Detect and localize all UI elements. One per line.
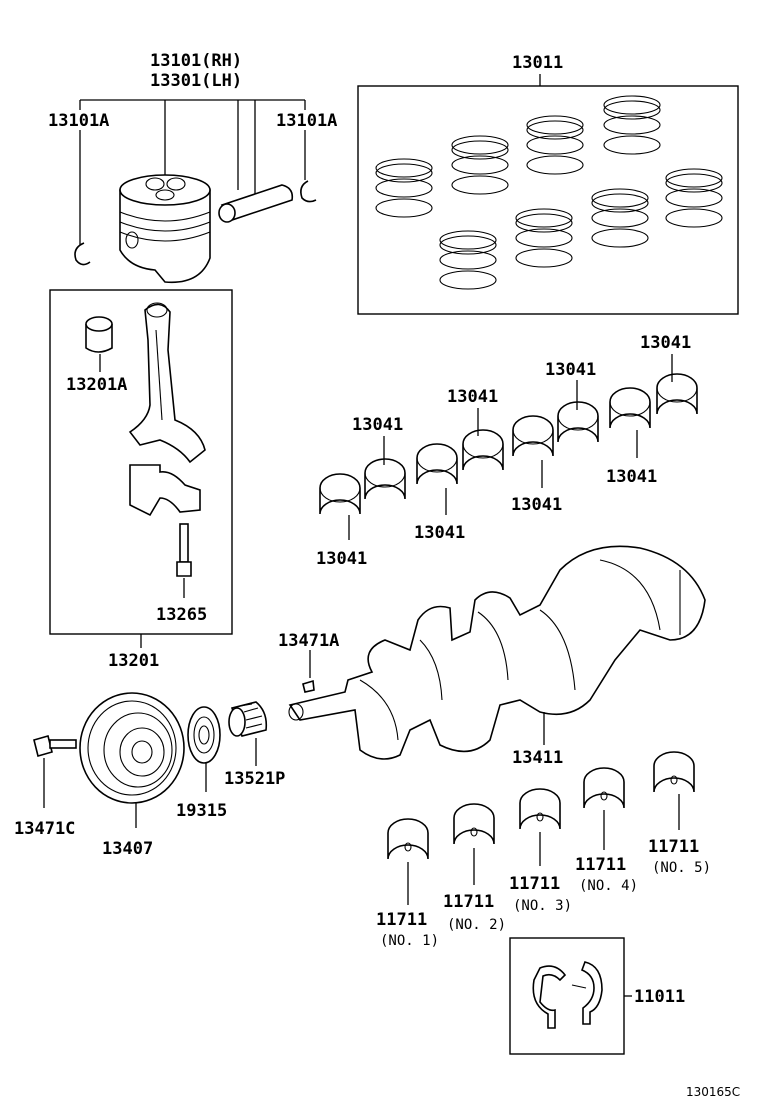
label-pulley-bolt: 13471C	[14, 819, 75, 839]
connecting-rod-box	[49, 289, 233, 635]
label-main-bearing-2: 11711	[443, 892, 494, 912]
label-timing-gear: 13521P	[224, 769, 285, 789]
label-crankshaft: 13411	[512, 748, 563, 768]
label-main-bearing-5: 11711	[648, 837, 699, 857]
label-piston-lh: 13301(LH)	[150, 71, 242, 91]
label-bearing-f: 13041	[414, 523, 465, 543]
pulley-part	[79, 692, 185, 804]
crankshaft-part	[288, 545, 706, 760]
label-bearing-d: 13041	[640, 333, 691, 353]
ring-set-box	[357, 85, 739, 315]
main-bearings	[387, 751, 695, 860]
label-bearing-b: 13041	[447, 387, 498, 407]
snap-ring-left-part	[74, 242, 91, 266]
main-bearing-leaders	[407, 794, 680, 905]
label-main-bearing-4: 11711	[575, 855, 626, 875]
label-main-bearing-3: 11711	[509, 874, 560, 894]
label-snap-ring-right: 13101A	[276, 111, 337, 131]
label-rod-assembly: 13201	[108, 651, 159, 671]
piston-ring-sets	[375, 95, 723, 290]
label-ring-set: 13011	[512, 53, 563, 73]
connecting-rod-part	[128, 302, 206, 464]
label-snap-ring-left: 13101A	[48, 111, 109, 131]
rod-bushing-part	[85, 316, 113, 353]
note-main-bearing-1: (NO. 1)	[380, 933, 439, 949]
label-bearing-g: 13041	[511, 495, 562, 515]
rod-bearings	[319, 373, 698, 515]
timing-gear-part	[228, 701, 268, 737]
label-bearing-e: 13041	[316, 549, 367, 569]
rod-bolt-part	[176, 523, 192, 577]
note-main-bearing-3: (NO. 3)	[513, 898, 572, 914]
rod-bearing-leaders	[348, 354, 673, 540]
label-sprocket: 19315	[176, 801, 227, 821]
label-key: 13471A	[278, 631, 339, 651]
rod-cap-part	[129, 464, 201, 517]
note-main-bearing-2: (NO. 2)	[447, 917, 506, 933]
label-piston-rh: 13101(RH)	[150, 51, 242, 71]
figure-code: 130165C	[686, 1085, 740, 1099]
thrust-washer-box	[509, 937, 625, 1055]
label-thrust-washer: 11011	[634, 987, 685, 1007]
label-bearing-c: 13041	[545, 360, 596, 380]
crank-key-part	[302, 679, 315, 693]
pulley-bolt-part	[33, 735, 77, 757]
label-rod-bolt: 13265	[156, 605, 207, 625]
note-main-bearing-4: (NO. 4)	[579, 878, 638, 894]
label-main-bearing-1: 11711	[376, 910, 427, 930]
label-bearing-a: 13041	[352, 415, 403, 435]
note-main-bearing-5: (NO. 5)	[652, 860, 711, 876]
label-bushing: 13201A	[66, 375, 127, 395]
piston-pin-part	[218, 184, 294, 223]
label-pulley: 13407	[102, 839, 153, 859]
thrust-washer-part	[532, 961, 603, 1029]
piston-part	[119, 174, 211, 284]
label-bearing-h: 13041	[606, 467, 657, 487]
sprocket-part	[187, 706, 221, 764]
snap-ring-right-part	[300, 180, 317, 203]
piston-leader-lines	[79, 99, 306, 245]
